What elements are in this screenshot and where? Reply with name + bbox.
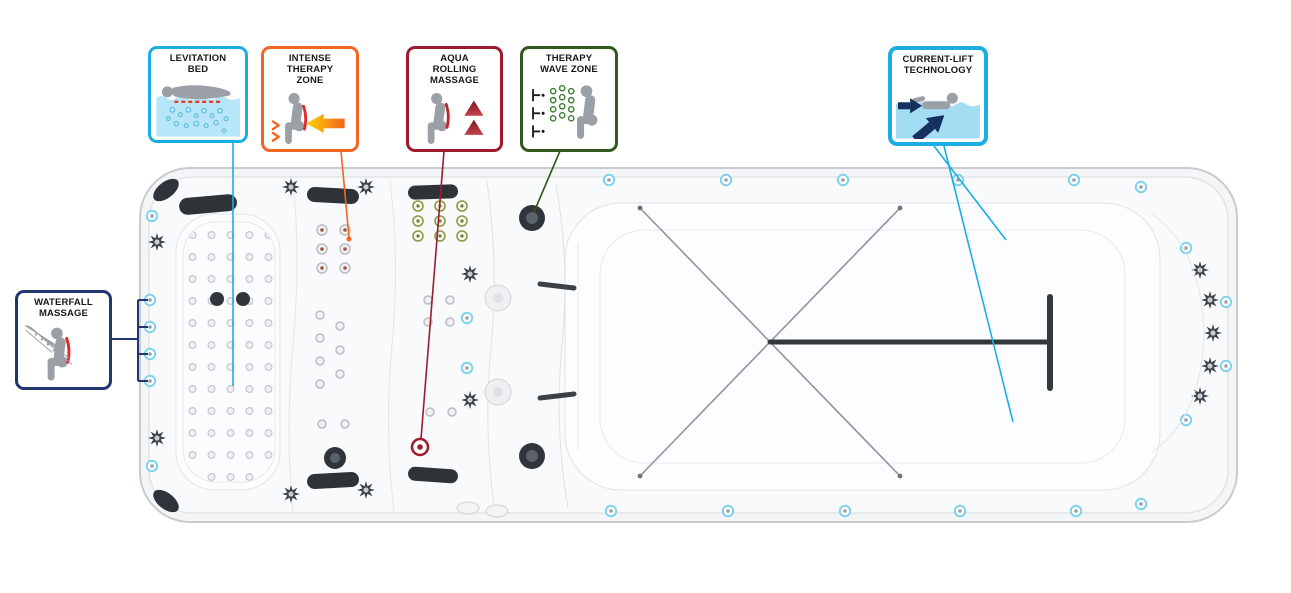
therapy-wave-jet-centers [416, 204, 464, 238]
leader-current-lift-lower [943, 145, 1014, 423]
massage-jet-centers [320, 228, 347, 270]
current-lift-technology-label: CURRENT-LIFT TECHNOLOGY [902, 54, 974, 77]
intense-therapy-zone-label: INTENSE THERAPY ZONE [286, 53, 334, 87]
leader-current-lift-upper [933, 145, 1007, 241]
seated-person-bubbles-icon [531, 85, 598, 140]
callout-current-lift-technology: CURRENT-LIFT TECHNOLOGY [888, 46, 988, 146]
waterfall-massage-label: WATERFALL MASSAGE [34, 297, 93, 320]
swim-tether [637, 205, 1053, 479]
round-speaker-jets [324, 205, 545, 469]
aqua-rolling-massage-label: AQUA ROLLING MASSAGE [429, 53, 480, 87]
callout-waterfall-massage: WATERFALL MASSAGE [15, 290, 112, 390]
leader-aqua-rolling [420, 150, 445, 440]
person-floating-on-water-icon [156, 85, 240, 137]
therapy-wave-zone-label: THERAPY WAVE ZONE [540, 53, 598, 76]
seated-person-rolling-arrows-icon [427, 92, 484, 144]
leader-therapy-wave [533, 150, 561, 213]
callout-aqua-rolling-massage: AQUA ROLLING MASSAGE [406, 46, 503, 152]
leader-lines [112, 142, 1014, 440]
headrest-pillows [179, 184, 458, 489]
swimmer-current-arrows-icon [895, 93, 981, 139]
callout-intense-therapy-zone: INTENSE THERAPY ZONE [261, 46, 359, 152]
massage-jets [315, 224, 457, 429]
filter-lids [484, 284, 512, 406]
seated-person-orange-arrow-icon [271, 92, 345, 144]
swim-area [564, 202, 1205, 491]
aqua-rolling-jet [410, 437, 430, 457]
grab-handles [537, 281, 577, 401]
leader-waterfall-bracket [112, 299, 148, 382]
callout-therapy-wave-zone: THERAPY WAVE ZONE [520, 46, 618, 152]
leader-intense-therapy [340, 150, 350, 238]
seated-person-waterfall-icon [24, 325, 72, 381]
footwell-lights [456, 501, 509, 518]
leader-intense-dot [346, 236, 352, 242]
callout-levitation-bed: LEVITATION BED [148, 46, 248, 143]
levitation-bed-label: LEVITATION BED [169, 53, 227, 76]
corner-caps [153, 178, 179, 513]
